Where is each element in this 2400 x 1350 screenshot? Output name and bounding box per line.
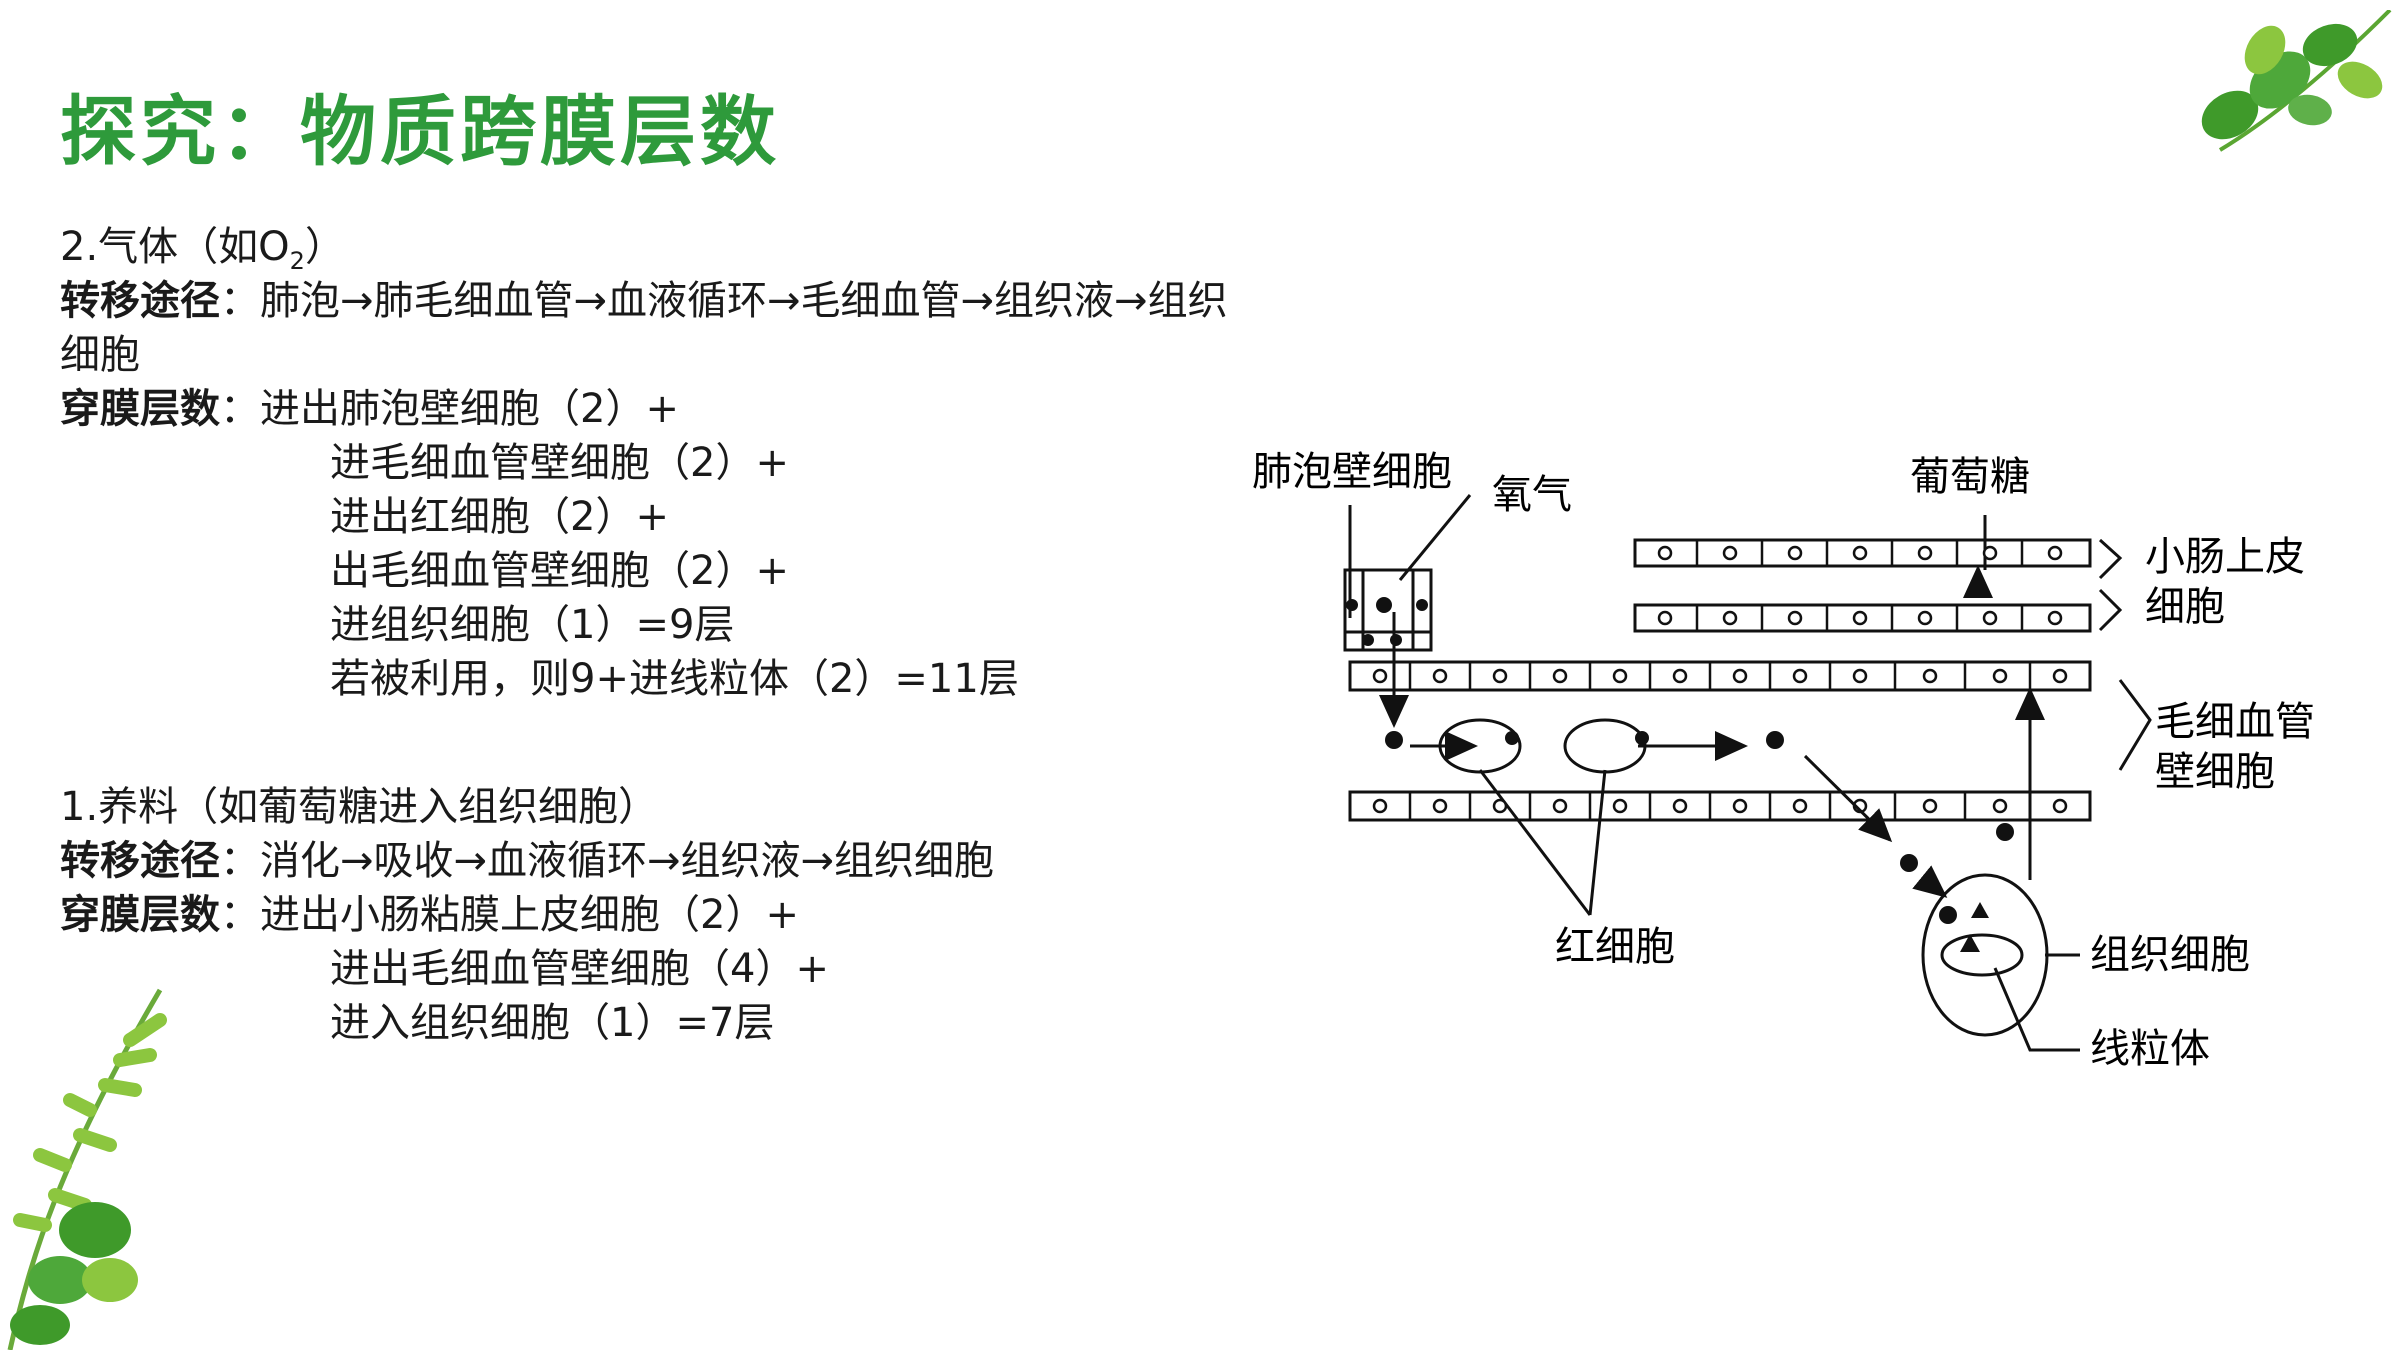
gas-heading: 2.气体（如O2） <box>60 220 1228 275</box>
gas-section: 2.气体（如O2） 转移途径：肺泡→肺毛细血管→血液循环→毛细血管→组织液→组织… <box>60 220 1228 706</box>
label-glucose: 葡萄糖 <box>1910 454 2030 500</box>
nutrient-path-line: 转移途径：消化→吸收→血液循环→组织液→组织细胞 <box>60 834 994 888</box>
leaf-decoration-top-right <box>2201 10 2392 152</box>
gas-step: 进毛细血管壁细胞（2）+ <box>330 440 789 486</box>
gas-step: 进出红细胞（2）+ <box>330 494 669 540</box>
leaf-decoration-bottom-left <box>7 988 167 1350</box>
label-red-blood-cell: 红细胞 <box>1555 924 1675 970</box>
gas-heading-text: 2.气体（如O <box>60 224 290 270</box>
label-intestine-epithelium-cont: 细胞 <box>2145 584 2225 630</box>
gas-step: 进组织细胞（1）=9层 <box>330 602 735 648</box>
nutrient-step: 进出毛细血管壁细胞（4）+ <box>330 946 829 992</box>
slide-title: 探究：物质跨膜层数 <box>60 87 780 176</box>
capillary-wall-bottom <box>1348 790 2092 822</box>
gas-layers-label: 穿膜层数 <box>60 386 220 432</box>
nutrient-path-label: 转移途径 <box>60 838 220 884</box>
label-intestine-epithelium: 小肠上皮 <box>2145 534 2305 580</box>
label-alveolar-cell: 肺泡壁细胞 <box>1252 449 1452 495</box>
capillary-wall-top <box>1348 660 2092 692</box>
gas-path-cont: 细胞 <box>60 332 140 378</box>
gas-path-text: ：肺泡→肺毛细血管→血液循环→毛细血管→组织液→组织 <box>220 278 1228 324</box>
label-capillary-wall: 毛细血管 <box>2155 699 2315 745</box>
nutrient-heading: 1.养料（如葡萄糖进入组织细胞） <box>60 784 659 830</box>
gas-step: 若被利用，则9+进线粒体（2）=11层 <box>330 656 1019 702</box>
gas-heading-subscript: 2 <box>289 247 305 275</box>
gas-layers-line: 穿膜层数：进出肺泡壁细胞（2）+ <box>60 382 1228 436</box>
nutrient-layers-label: 穿膜层数 <box>60 892 220 938</box>
nutrient-layers-line: 穿膜层数：进出小肠粘膜上皮细胞（2）+ <box>60 888 994 942</box>
gas-path-label: 转移途径 <box>60 278 220 324</box>
label-mitochondrion: 线粒体 <box>2090 1026 2210 1072</box>
gas-path-line: 转移途径：肺泡→肺毛细血管→血液循环→毛细血管→组织液→组织 <box>60 274 1228 328</box>
red-blood-cell <box>1563 718 1647 774</box>
gas-heading-close: ） <box>304 224 345 270</box>
gas-step: 出毛细血管壁细胞（2）+ <box>330 548 789 594</box>
label-tissue-cell: 组织细胞 <box>2090 932 2250 978</box>
gas-step: ：进出肺泡壁细胞（2）+ <box>220 386 679 432</box>
nutrient-step: 进入组织细胞（1）=7层 <box>330 1000 775 1046</box>
label-oxygen: 氧气 <box>1492 472 1572 518</box>
label-capillary-wall-cont: 壁细胞 <box>2155 749 2275 795</box>
membrane-transport-diagram: 肺泡壁细胞 氧气 葡萄糖 小肠上皮 细胞 毛细血管 壁细胞 红细胞 组织细胞 线… <box>1252 449 2315 1072</box>
mitochondrion <box>1940 933 2024 977</box>
nutrient-section: 1.养料（如葡萄糖进入组织细胞） 转移途径：消化→吸收→血液循环→组织液→组织细… <box>60 780 994 1050</box>
nutrient-step: ：进出小肠粘膜上皮细胞（2）+ <box>220 892 799 938</box>
nutrient-path-text: ：消化→吸收→血液循环→组织液→组织细胞 <box>220 838 995 884</box>
